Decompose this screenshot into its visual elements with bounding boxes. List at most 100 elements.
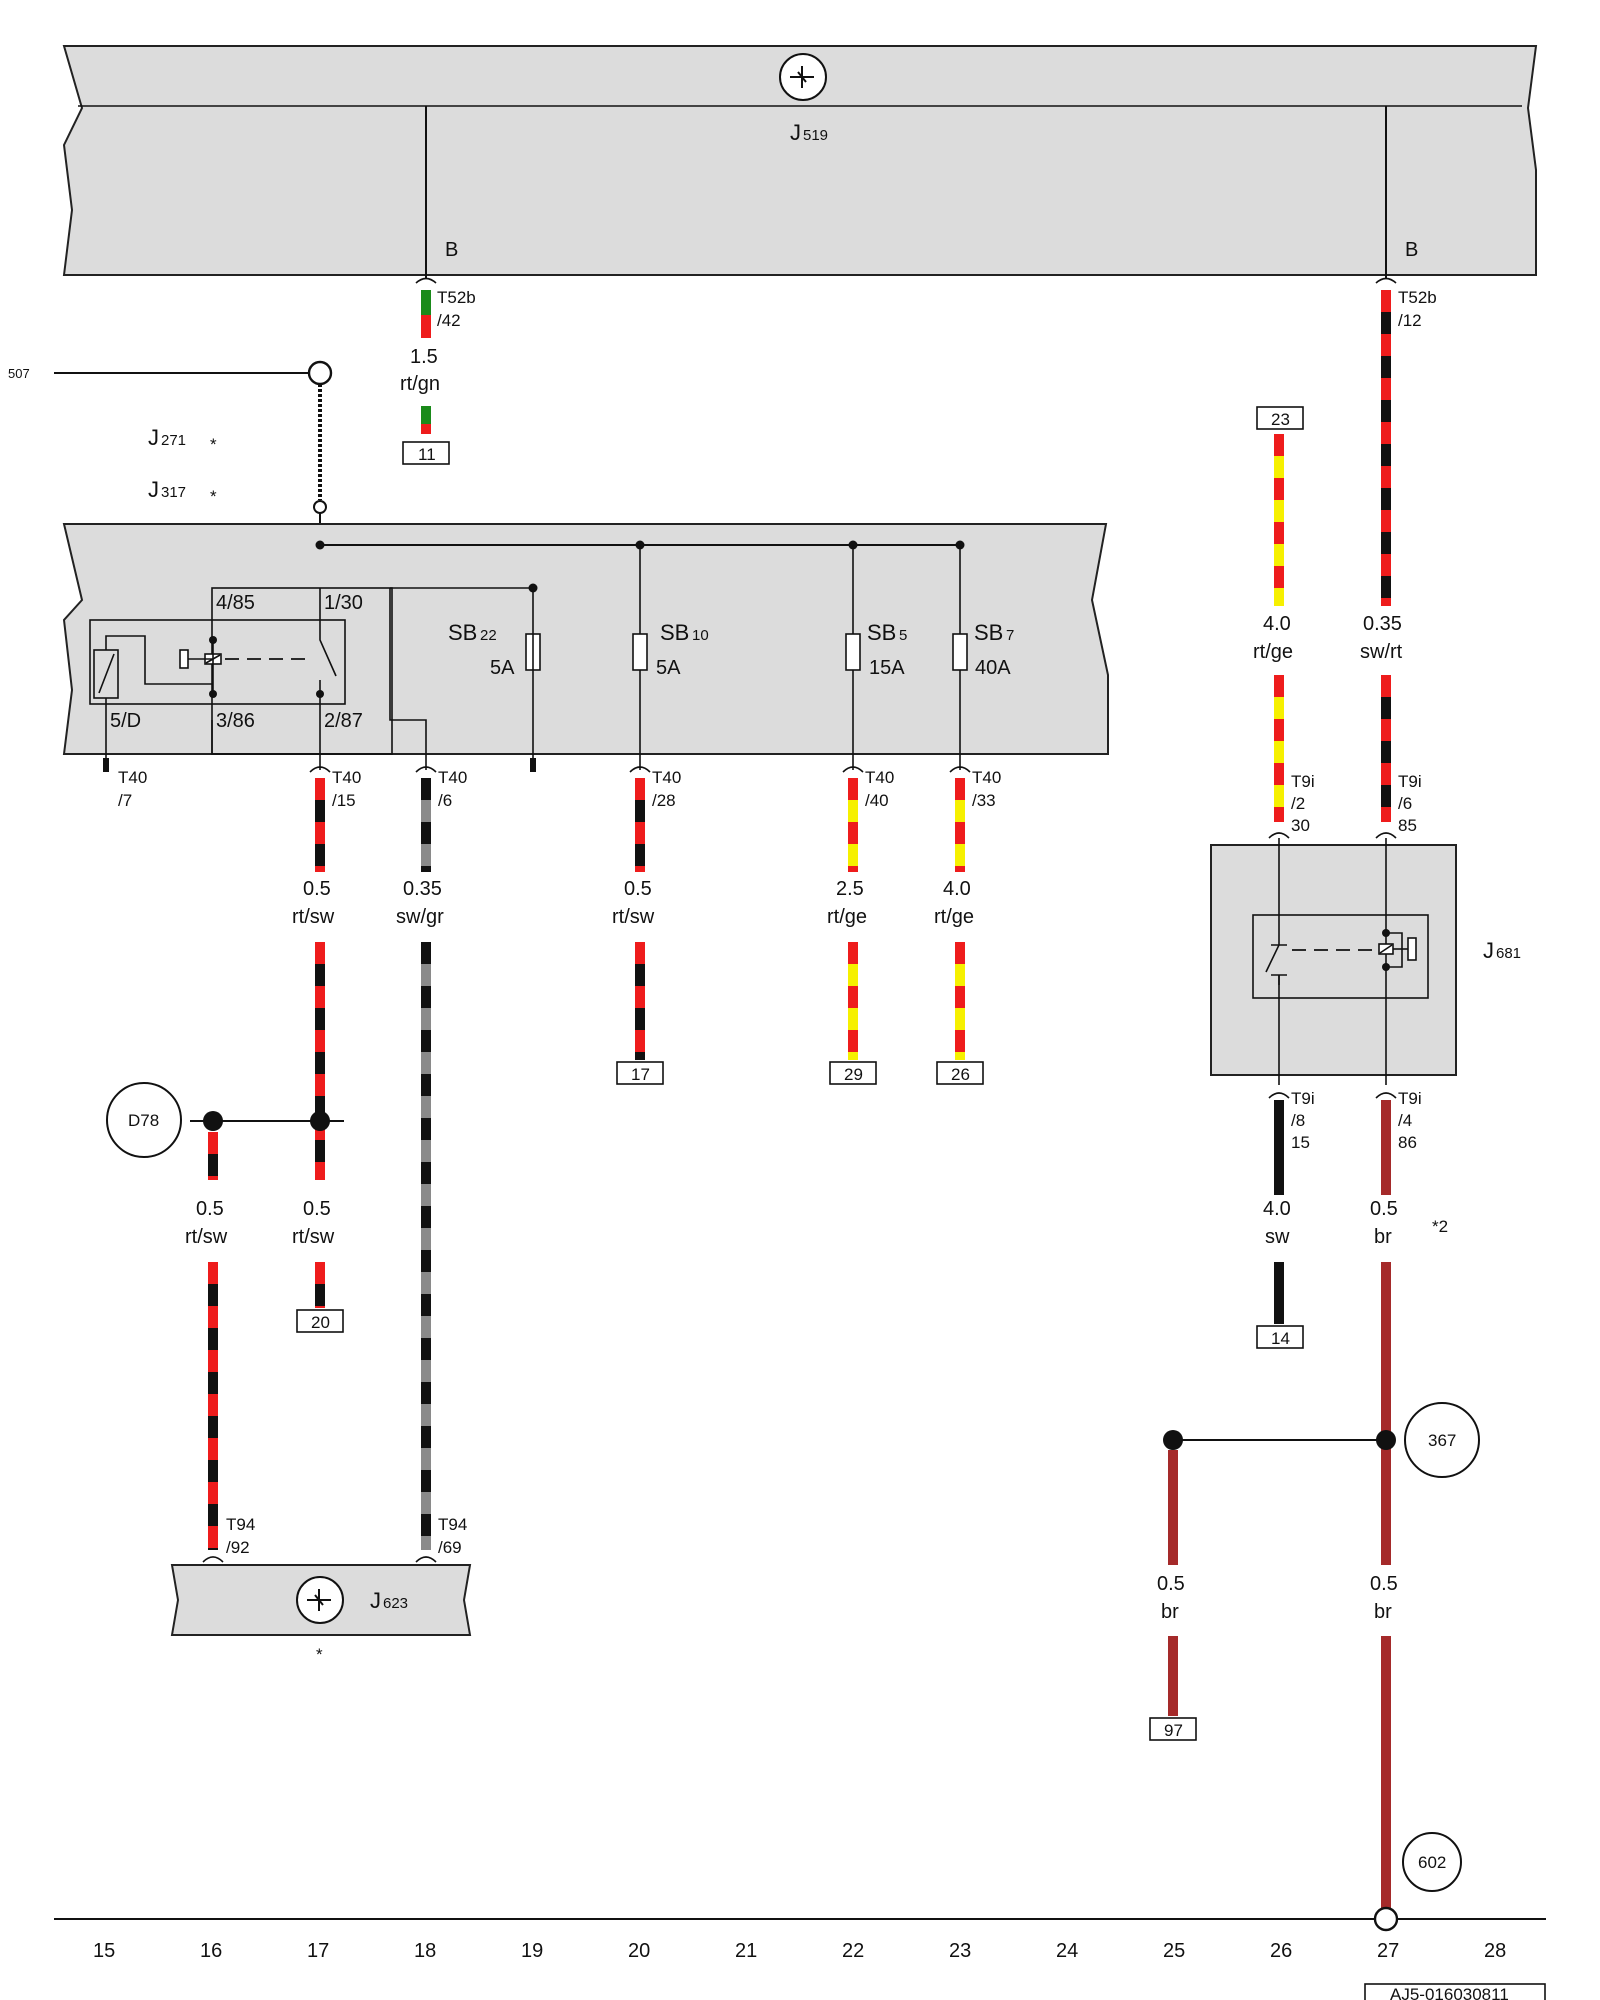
wire-27-note: *2 [1432,1217,1448,1236]
wire-26-bot-size: 4.0 [1263,1198,1291,1220]
wire-18-size: 1.5 [410,346,438,368]
relay-pin-1-30: 1/30 [324,592,363,614]
wire-25-color: br [1161,1601,1179,1623]
wire-27-top-color: sw/rt [1360,641,1403,663]
ref-20: 20 [311,1313,330,1332]
grid-number: 20 [628,1940,650,1962]
grid-number: 24 [1056,1940,1078,1962]
doc-id-box: AJ5-016030811 [1364,1983,1546,2000]
wire-16-upper [208,1132,218,1180]
wire-23-color: rt/ge [934,906,974,928]
grid-number: 16 [200,1940,222,1962]
right-circuit: T52b /12 23 4.0 rt/ge 0.35 sw/rt T9i /2 … [1149,277,1521,1932]
wire-23-upper [955,778,965,872]
j317-label: J [148,477,159,502]
fuse-sb7-name: SB [974,620,1003,645]
wire-22-lower [848,942,858,1060]
j519-pin-right: B [1405,239,1418,261]
connector-icon [415,277,437,284]
wire-18b-upper [421,778,431,872]
connector-t9i-8-b: /8 [1291,1111,1305,1130]
grid-number: 28 [1484,1940,1506,1962]
wire-17-color: rt/sw [292,906,335,928]
connector-t9i-4-a: T9i [1398,1089,1422,1108]
wire-23-size: 4.0 [943,878,971,900]
grid-number: 27 [1377,1940,1399,1962]
j681-label: J [1483,938,1494,963]
ref-29: 29 [844,1065,863,1084]
connector-t9i-4-c: 86 [1398,1133,1417,1152]
wire-27-top-lower [1381,675,1391,822]
wire-26-top-upper [1274,434,1284,606]
connector-t40-15-b: /15 [332,791,356,810]
wire-27-mid-color: br [1374,1226,1392,1248]
wire-16-color: rt/sw [185,1226,228,1248]
fuse-sb5-name: SB [867,620,896,645]
connector-t9i-6-b: /6 [1398,794,1412,813]
wire-26-bot-upper [1274,1100,1284,1195]
j623-sub: 623 [383,1595,408,1612]
ref-23: 23 [1271,410,1290,429]
relay-coil-icon [1378,929,1417,971]
relay-pin-4-85: 4/85 [216,592,255,614]
fuse-sb7-sub: 7 [1006,627,1014,644]
connector-t40-15-a: T40 [332,768,361,787]
fuse-sb5-amps: 15A [869,657,905,679]
fuse-sb5-sub: 5 [899,627,907,644]
relay-pin-3-86: 3/86 [216,710,255,732]
wire-25-size: 0.5 [1157,1573,1185,1595]
j271-star: * [210,435,217,454]
wire-16-size: 0.5 [196,1198,224,1220]
relay-pin-2-87: 2/87 [324,710,363,732]
connector-t52b-12-b: /12 [1398,311,1422,330]
j317-sub: 317 [161,484,186,501]
wire-18-color: rt/gn [400,373,440,395]
wire-27-mid-lower [1381,1262,1391,1565]
fuse-icon [525,630,541,672]
ground-symbol-icon [296,1576,344,1624]
d78-label: D78 [128,1111,159,1130]
ref-11: 11 [418,445,436,464]
wire-18-top [421,290,431,338]
grid-number: 22 [842,1940,864,1962]
control-unit-j623: T94 /92 T94 /69 J 623 * [170,1515,472,1664]
wire-18b-lower [421,942,431,1550]
relay-j681 [1210,844,1457,1076]
grid-number: 23 [949,1940,971,1962]
fuse-icon [952,545,968,770]
wire-20-color: rt/sw [612,906,655,928]
node-602: 602 [1418,1853,1446,1872]
fuse-sb10-amps: 5A [656,657,681,679]
grid-number: 15 [93,1940,115,1962]
j271-sub: 271 [161,432,186,449]
ref-14: 14 [1271,1329,1290,1348]
j317-star: * [210,487,217,506]
wire-17-lower [315,942,325,1180]
j519-label: J [790,120,801,145]
wire-507-label: 507 [8,366,30,381]
ref-17: 17 [631,1065,650,1084]
wire-22-size: 2.5 [836,878,864,900]
d78-group: D78 0.5 rt/sw 0.5 rt/sw 20 [106,1082,344,1333]
wire-18b-color: sw/gr [396,906,444,928]
wire-27-bot-color: br [1374,1601,1392,1623]
relay-coil-icon [179,636,222,698]
grid-number: 18 [414,1940,436,1962]
doc-id: AJ5-016030811 [1390,1985,1509,2000]
connector-t40-7-b: /7 [118,791,132,810]
wire-26-bot-lower [1274,1262,1284,1324]
connector-t52b-42-a: T52b [437,288,476,307]
connector-t40-28-b: /28 [652,791,676,810]
connector-t9i-2-a: T9i [1291,772,1315,791]
j519-pin-left: B [445,239,458,261]
connector-t40-40-b: /40 [865,791,889,810]
grid-number: 19 [521,1940,543,1962]
wire-20-upper [635,778,645,872]
grid-number: 26 [1270,1940,1292,1962]
wire-27-bot-lower [1381,1636,1391,1908]
wire-17b-lower [315,1262,325,1308]
wire-17-size: 0.5 [303,878,331,900]
t40-connectors: T40 /7 T40 /15 T40 /6 T40 /28 T40 /40 T4… [103,758,1001,810]
